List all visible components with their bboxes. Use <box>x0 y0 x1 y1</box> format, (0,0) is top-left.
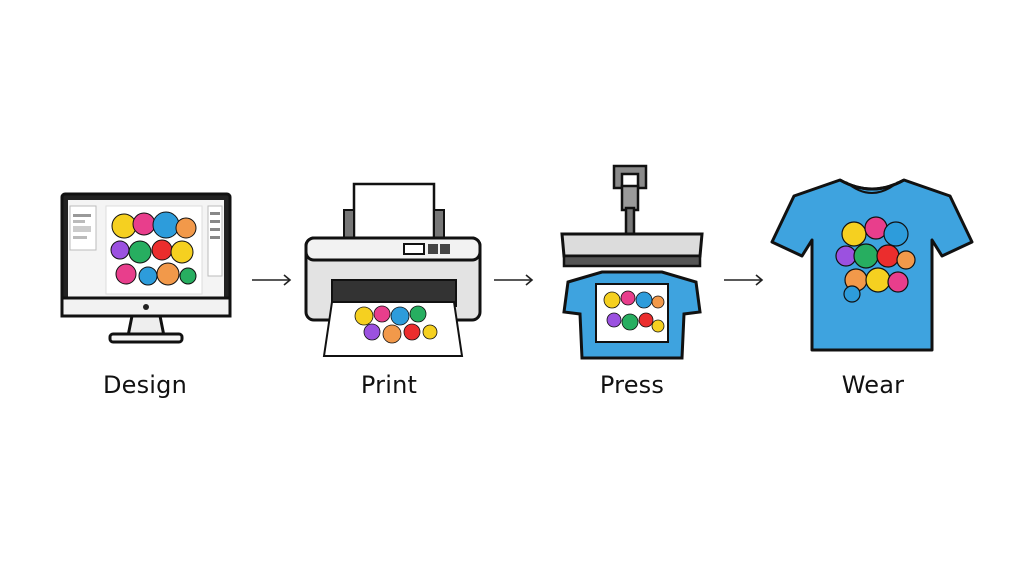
computer-monitor-icon <box>60 192 232 344</box>
tshirt-icon <box>770 178 974 352</box>
step-label-design: Design <box>102 371 188 399</box>
step-label-wear: Wear <box>841 371 905 399</box>
step-label-press: Press <box>599 371 665 399</box>
heat-press-icon <box>560 164 704 360</box>
arrow-right-icon <box>494 274 534 286</box>
arrow-right-icon <box>724 274 764 286</box>
printer-icon <box>304 182 482 357</box>
arrow-right-icon <box>252 274 292 286</box>
step-label-print: Print <box>360 371 418 399</box>
